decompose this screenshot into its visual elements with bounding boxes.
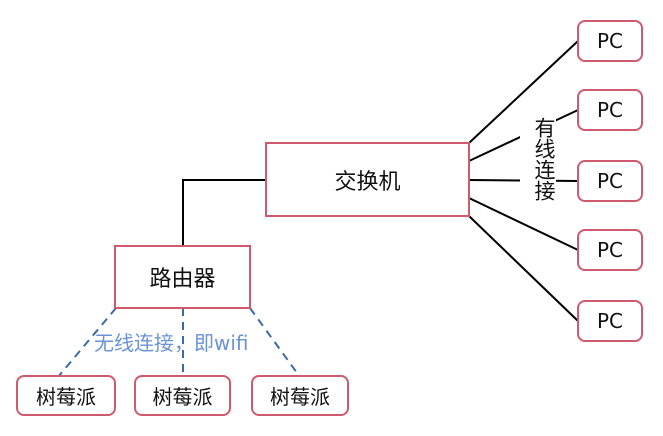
edge-switch-pc-1 <box>468 40 579 144</box>
switch-node: 交换机 <box>265 142 470 217</box>
switch-label: 交换机 <box>334 169 401 195</box>
pc-label: PC <box>596 238 624 262</box>
raspberry-pi-label: 树莓派 <box>152 385 213 409</box>
pc-label: PC <box>596 29 624 53</box>
router-label: 路由器 <box>149 267 216 292</box>
wireless-connection-label: 无线连接，即wifi <box>94 331 249 355</box>
pc-label: PC <box>596 98 624 122</box>
pc-node: PC <box>577 89 643 131</box>
pc-label: PC <box>596 309 624 333</box>
edge-router-switch <box>182 179 266 246</box>
pc-node: PC <box>577 20 643 62</box>
edge-switch-pc-4 <box>468 197 579 251</box>
raspberry-pi-node: 树莓派 <box>134 375 231 416</box>
edge-switch-pc-5 <box>468 215 579 322</box>
raspberry-pi-label: 树莓派 <box>36 385 96 409</box>
wired-connection-label: 有线连接 <box>520 117 556 201</box>
edge-router-pi-1 <box>57 307 117 378</box>
pc-label: PC <box>596 169 624 193</box>
pc-node: PC <box>577 160 643 202</box>
router-node: 路由器 <box>114 245 251 309</box>
pc-node: PC <box>577 300 643 342</box>
edge-router-pi-3 <box>249 307 301 378</box>
raspberry-pi-node: 树莓派 <box>16 375 116 416</box>
raspberry-pi-node: 树莓派 <box>251 375 349 416</box>
pc-node: PC <box>577 229 643 271</box>
raspberry-pi-label: 树莓派 <box>270 385 330 409</box>
